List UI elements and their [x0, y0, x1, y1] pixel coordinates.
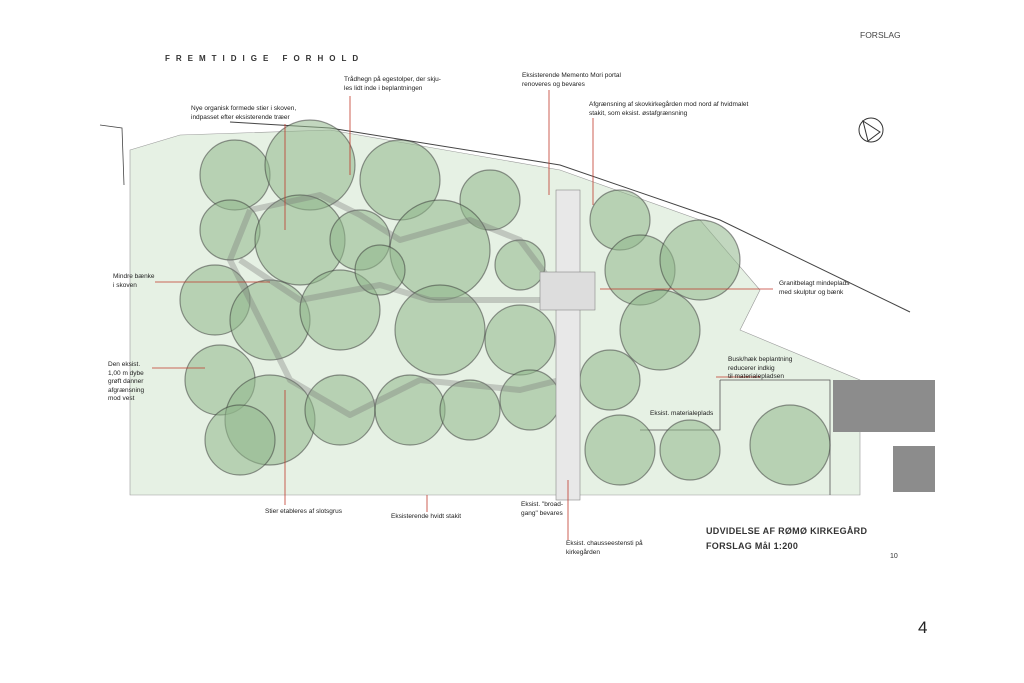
- page-number: 4: [918, 618, 928, 637]
- annotation-hedge: Busk/hæk beplantning reducerer indkig ti…: [728, 356, 793, 380]
- main-path: [555, 189, 581, 501]
- tree-canopy: [204, 404, 276, 476]
- north-arrow-icon: [858, 117, 884, 143]
- tree-canopy: [439, 379, 501, 441]
- tree-canopy: [499, 369, 561, 431]
- annotation-gravel-paths: Stier etableres af slotsgrus: [265, 508, 342, 515]
- leader-lines: [152, 90, 773, 540]
- tree-canopy: [354, 244, 406, 296]
- annotation-white-fence: Eksisterende hvidt stakit: [391, 513, 462, 520]
- drawing-title: FREMTIDIGE FORHOLD: [165, 54, 365, 63]
- memorial-plaza: [539, 271, 596, 311]
- annotation-broadgang: Eksist. "broad- gang" bevares: [521, 501, 564, 517]
- tree-canopy: [299, 269, 381, 351]
- annotation-fence: Trådhegn på egestolper, der skju- les li…: [344, 76, 441, 92]
- tree-canopy: [584, 414, 656, 486]
- annotation-portal: Eksisterende Memento Mori portal renover…: [522, 72, 621, 88]
- tree-canopy: [494, 239, 546, 291]
- tree-canopy: [199, 139, 271, 211]
- sheet-number: 10: [890, 553, 898, 560]
- annotation-new-paths: Nye organisk formede stier i skoven, ind…: [191, 105, 297, 121]
- tree-canopy: [394, 284, 486, 376]
- tree-canopy: [659, 419, 721, 481]
- annotation-material-yard: Eksist. materialeplads: [650, 410, 714, 417]
- tree-canopy: [579, 349, 641, 411]
- tree-canopy: [659, 219, 741, 301]
- building: [893, 446, 935, 492]
- tree-canopy: [229, 279, 311, 361]
- annotation-ditch: Den eksist. 1,00 m dybe grøft danner afg…: [108, 361, 145, 402]
- building: [833, 380, 935, 432]
- west-boundary-line: [99, 124, 125, 186]
- tree-canopy: [749, 404, 831, 486]
- tree-canopy: [484, 304, 556, 376]
- sheet-subtitle: FORSLAG Mål 1:200: [706, 541, 799, 551]
- material-yard-outline: [640, 379, 831, 495]
- forest-path: [227, 192, 561, 418]
- tree-canopy: [619, 289, 701, 371]
- sheet-title-block: UDVIDELSE AF RØMØ KIRKEGÅRD FORSLAG Mål …: [706, 524, 867, 554]
- annotation-benches: Mindre bænke i skoven: [113, 273, 155, 289]
- sheet-title: UDVIDELSE AF RØMØ KIRKEGÅRD: [706, 526, 868, 536]
- annotation-north-boundary: Afgrænsning af skovkirkegården mod nord …: [589, 101, 749, 117]
- annotation-cobble-path: Eksist. chausseestensti på kirkegården: [566, 540, 643, 556]
- annotation-memorial: Granitbelagt mindeplads med skulptur og …: [779, 280, 850, 296]
- corner-label: FORSLAG: [860, 30, 901, 40]
- tree-group: [179, 119, 831, 486]
